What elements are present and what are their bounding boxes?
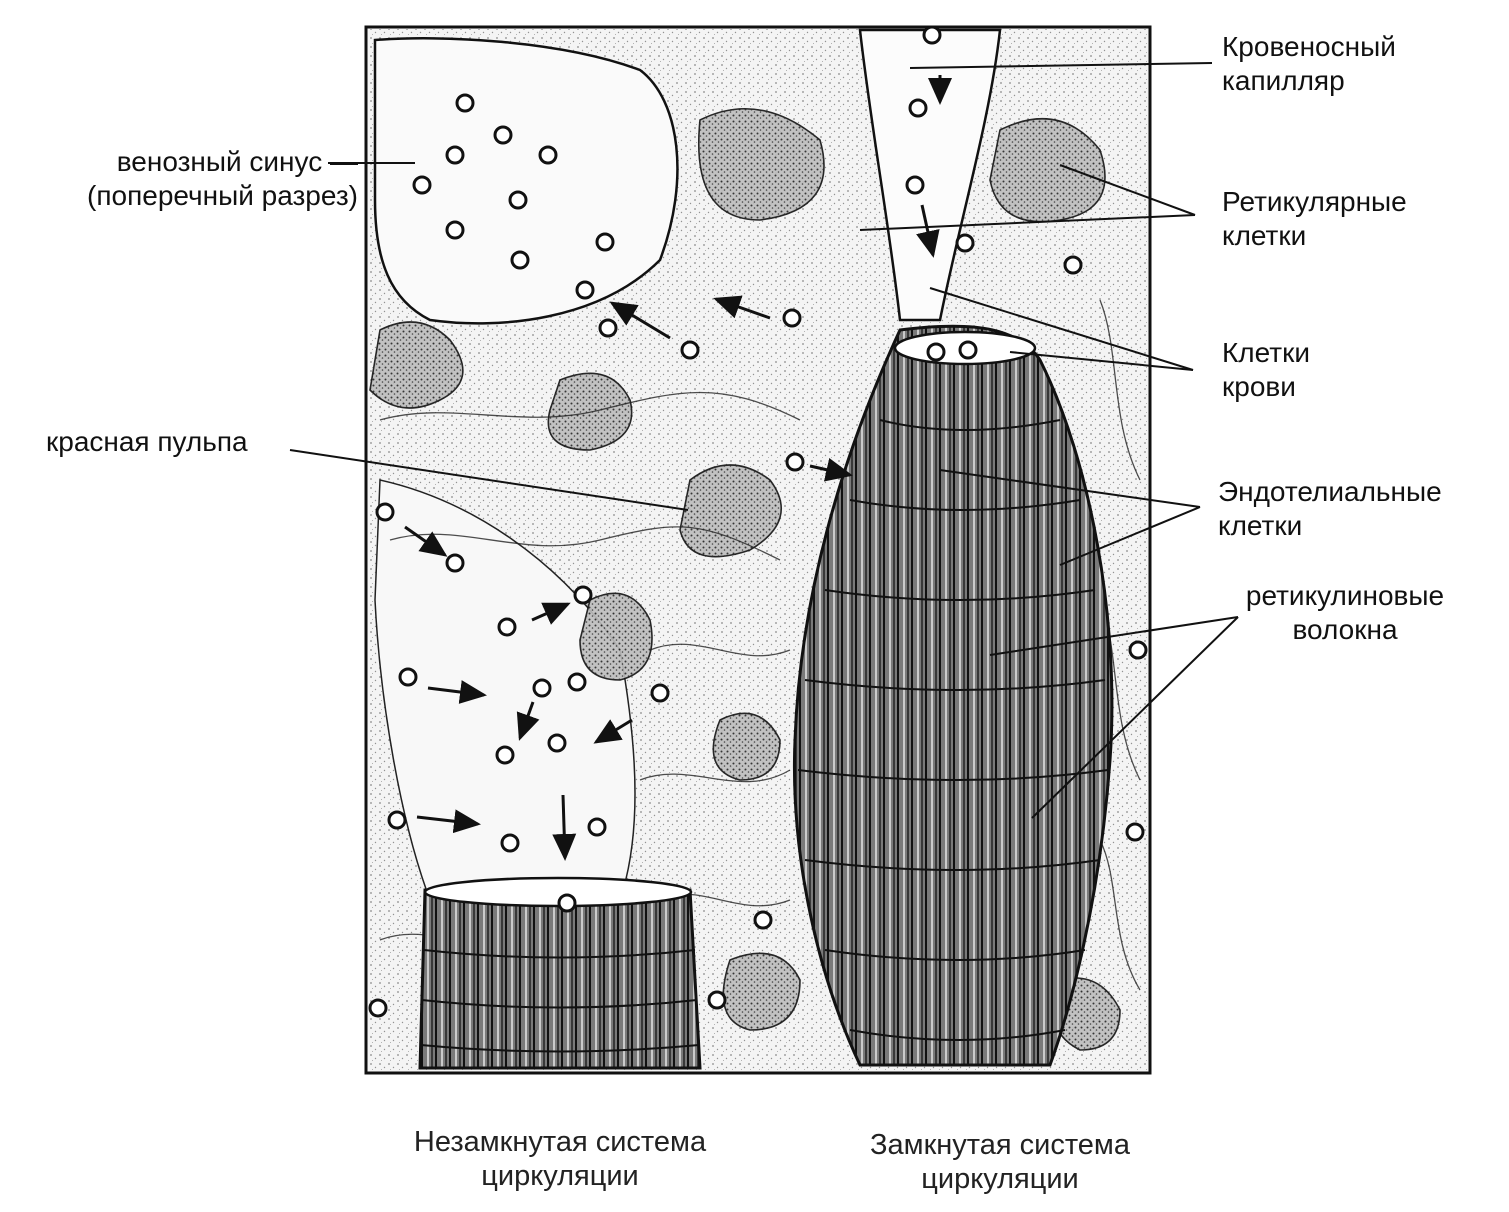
open-system-vessel (418, 888, 702, 1070)
open-vessel-circular-fibers (420, 949, 700, 1053)
label-blood-cells: Клетки крови (1222, 337, 1311, 402)
caption-open-system: Незамкнутая система циркуляции (413, 1126, 707, 1192)
flow-arrows (404, 75, 952, 861)
label-reticular-cells: Ретикулярные клетки (1222, 186, 1407, 251)
red-pulp-open-area (374, 479, 636, 901)
label-venous-sinus: венозный синус — (поперечный разрез) (87, 146, 358, 211)
caption-closed-system: Замкнутая система циркуляции (870, 1129, 1130, 1195)
label-endothelial-cells: Эндотелиальные клетки (1218, 476, 1442, 541)
blood-cells (368, 25, 1148, 1018)
closed-vessel-circular-fibers (797, 419, 1109, 1041)
label-reticulin-fibers: ретикулиновые волокна (1245, 580, 1445, 645)
closed-system-vessel (792, 324, 1114, 1067)
label-blood-capillary: Кровеносный капилляр (1222, 31, 1396, 96)
blood-capillary (858, 28, 1002, 322)
leader-lines (289, 62, 1239, 819)
label-red-pulp: красная пульпа (46, 426, 248, 457)
venous-sinus (373, 37, 679, 325)
